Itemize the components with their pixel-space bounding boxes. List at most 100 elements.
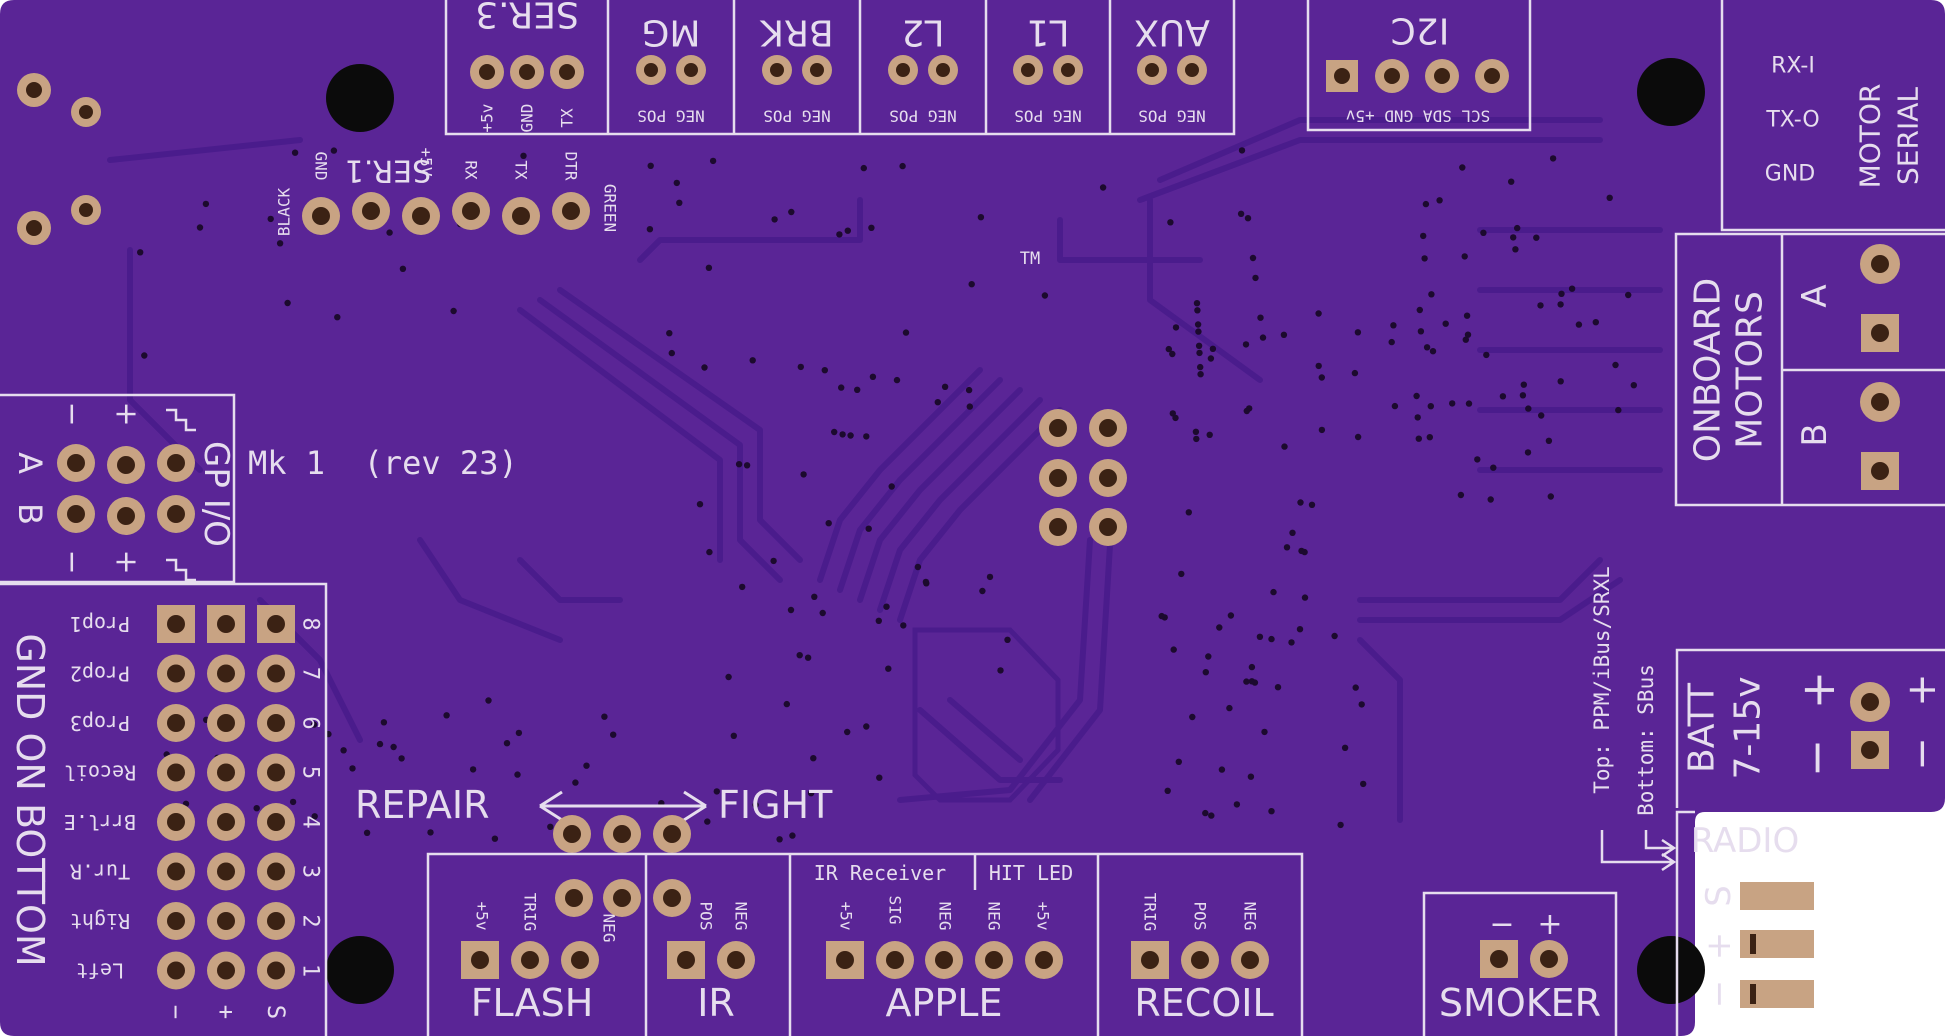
- via: [789, 832, 796, 839]
- via: [1415, 435, 1423, 442]
- via: [196, 224, 204, 231]
- via: [934, 399, 941, 406]
- recoil-pin-trig: TRIG: [1141, 893, 1160, 932]
- via: [1252, 274, 1259, 282]
- via: [839, 431, 846, 438]
- servo-side-label: GND ON BOTTOM: [8, 633, 52, 966]
- via: [141, 352, 148, 359]
- apple-pin-5v-b: +5v: [1034, 902, 1053, 931]
- version-label: Mk 1 (rev 23): [248, 444, 518, 482]
- via: [735, 461, 743, 468]
- servo-pin-hole: [217, 813, 235, 831]
- via: [1417, 328, 1425, 335]
- ir-title: IR: [697, 981, 735, 1025]
- via: [730, 732, 737, 739]
- via: [1538, 412, 1545, 419]
- via: [1630, 382, 1638, 389]
- via: [1206, 431, 1213, 438]
- bottom-headers: FLASH +5v TRIG NEG IR POS NEG APPLE IR R…: [426, 852, 1618, 1036]
- via: [831, 428, 838, 436]
- via: [1625, 291, 1632, 299]
- radio-bottom-note: Bottom: SBus: [1634, 664, 1658, 816]
- gpio-plus-bottom: +: [109, 549, 144, 574]
- apple-pin-neg-b: NEG: [985, 902, 1004, 931]
- via: [1557, 301, 1564, 308]
- via: [1193, 435, 1200, 443]
- via: [739, 583, 746, 591]
- via: [705, 264, 713, 271]
- via: [888, 483, 895, 490]
- servo-pin-hole: [167, 961, 185, 980]
- via: [1459, 164, 1466, 171]
- flash-pin-neg: NEG: [600, 914, 619, 943]
- servo-pin-hole: [167, 813, 185, 831]
- via: [1549, 155, 1557, 162]
- via: [1537, 302, 1544, 309]
- ir-pin-neg: NEG: [732, 902, 751, 931]
- via: [1508, 178, 1515, 185]
- via: [547, 823, 554, 830]
- via: [1463, 312, 1471, 319]
- i2c-title: I2C: [1391, 10, 1450, 51]
- via: [1164, 787, 1171, 794]
- brk-title: BRK: [759, 12, 834, 53]
- ser3-pins: [470, 55, 584, 89]
- via: [986, 573, 994, 581]
- via: [1233, 801, 1241, 808]
- via: [469, 766, 477, 773]
- via: [1575, 321, 1583, 328]
- via: [380, 719, 388, 726]
- motor-serial-block: RX-I TX-O GND MOTOR SERIAL: [1720, 0, 1945, 232]
- via: [1296, 626, 1304, 633]
- via: [1298, 547, 1305, 555]
- recoil-title: RECOIL: [1134, 981, 1273, 1025]
- via: [1388, 338, 1395, 346]
- via: [1185, 509, 1193, 516]
- via: [966, 403, 973, 410]
- via: [450, 307, 457, 315]
- via: [1483, 351, 1490, 359]
- via: [1416, 306, 1424, 314]
- via: [854, 386, 861, 393]
- ser3-pin-5v: +5v: [478, 104, 497, 133]
- ser3-pin-tx: TX: [558, 108, 577, 128]
- via: [376, 740, 384, 748]
- via: [349, 765, 356, 772]
- battery-minus-b: −: [1899, 737, 1945, 771]
- via: [1519, 392, 1527, 399]
- servo-channel-number: 3: [298, 865, 323, 878]
- via: [977, 214, 985, 221]
- mounting-hole-bottom-left: [326, 936, 394, 1004]
- via: [701, 364, 708, 371]
- via: [1449, 400, 1456, 407]
- via: [1041, 292, 1049, 299]
- via: [838, 384, 845, 391]
- servo-pin-hole: [167, 912, 185, 930]
- via: [1462, 336, 1470, 343]
- via: [253, 805, 260, 812]
- via: [1197, 363, 1204, 371]
- flash-title: FLASH: [471, 981, 594, 1025]
- servo-pin-hole: [217, 615, 235, 633]
- via: [1193, 300, 1201, 307]
- via: [749, 357, 756, 364]
- via: [696, 501, 704, 508]
- via: [968, 281, 975, 288]
- ser1-header: SER.1 GND +5V RX TX DTR BLACK GREEN: [275, 148, 620, 237]
- motor-serial-title-1: MOTOR: [1854, 84, 1887, 189]
- via: [847, 432, 854, 439]
- via: [876, 774, 883, 781]
- via: [810, 755, 817, 762]
- servo-channel-name: Recoil: [64, 761, 136, 785]
- via: [804, 654, 812, 661]
- onboard-motors-block: ONBOARD MOTORS A B: [1674, 232, 1945, 507]
- via: [1195, 342, 1203, 349]
- via: [1558, 290, 1565, 297]
- servo-pin-hole: [167, 615, 185, 633]
- via: [491, 835, 499, 842]
- via: [1195, 328, 1202, 335]
- via: [1615, 406, 1622, 414]
